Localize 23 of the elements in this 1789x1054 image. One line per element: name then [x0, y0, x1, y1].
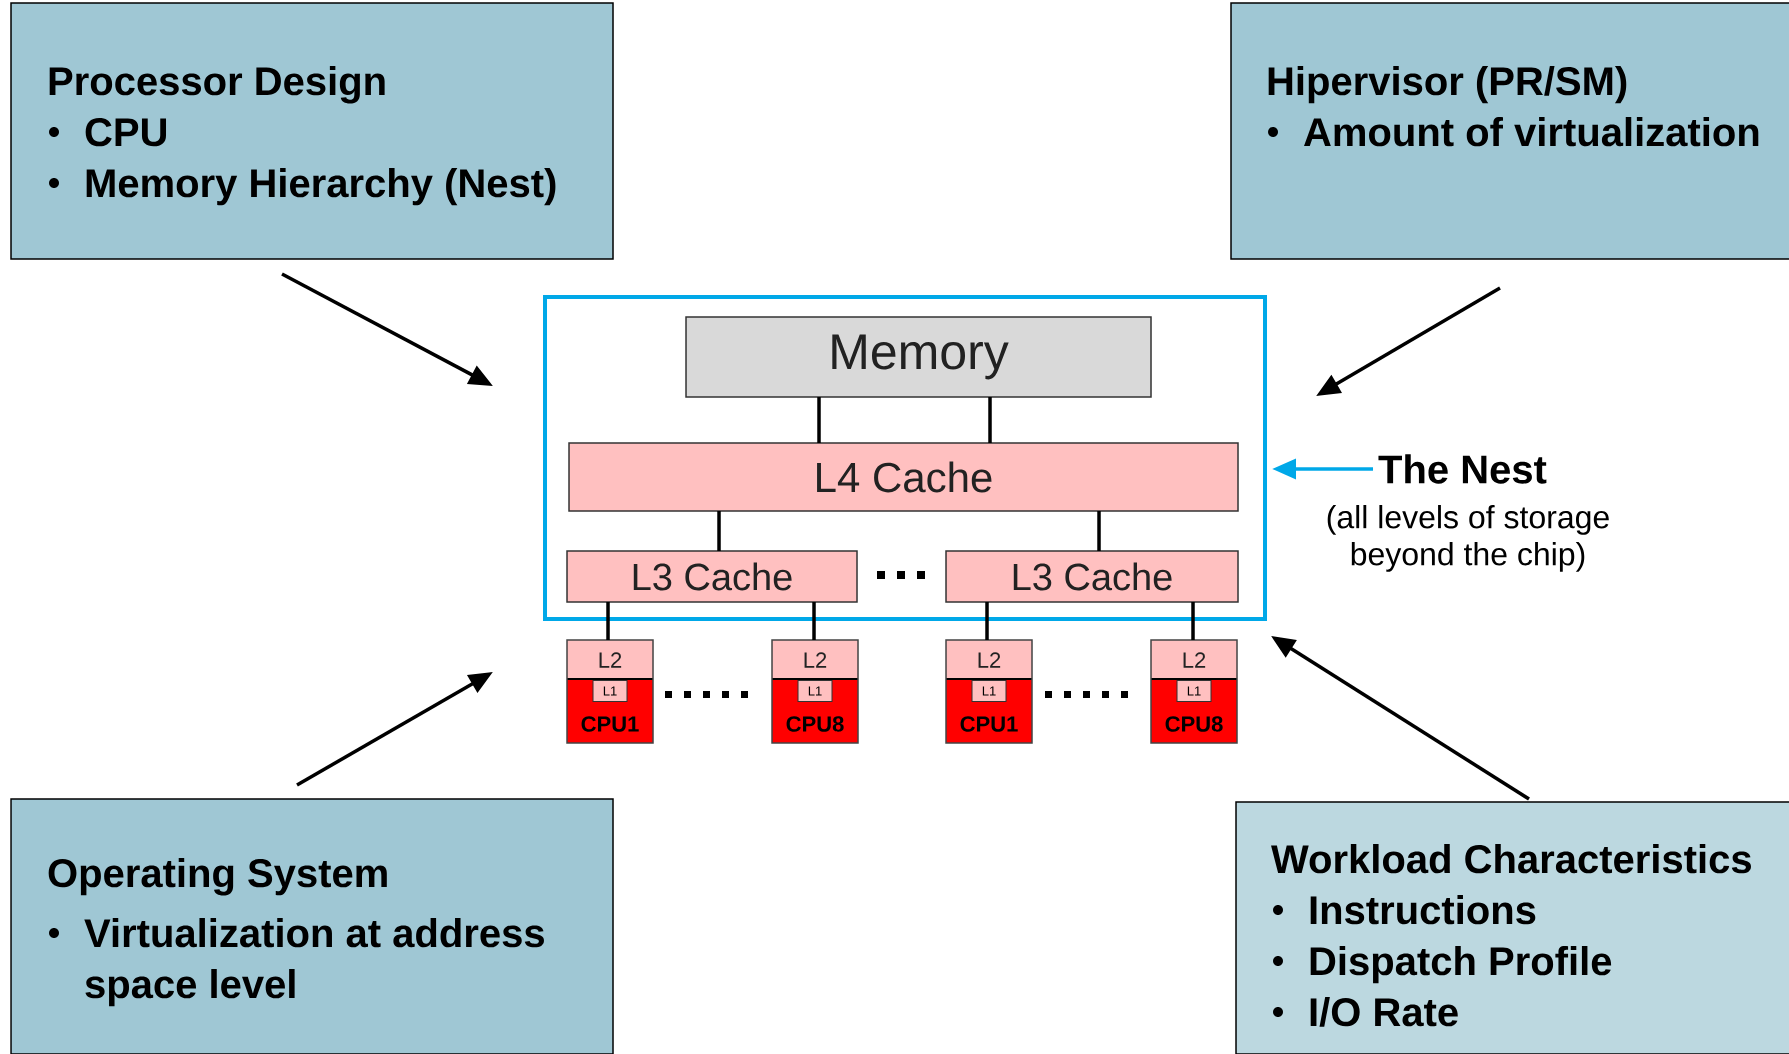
cache-box: L3 Cache: [945, 550, 1239, 603]
cpu-core: L2 L1 CPU1: [945, 639, 1033, 744]
connector-line: [817, 397, 821, 443]
connector-line: [985, 602, 989, 640]
nest-frame: [543, 295, 1267, 621]
cpu-core: L2 L1 CPU1: [566, 639, 654, 744]
callout-label: The Nest: [1378, 454, 1547, 484]
cache-box: Memory: [685, 316, 1152, 398]
connector-line: [988, 397, 992, 443]
info-box: Processor Design CPU Memory Hierarchy (Nest): [10, 2, 614, 260]
connector-line: [812, 602, 816, 640]
cache-box: L3 Cache: [566, 550, 858, 603]
info-box: Operating System Virtualization at address space level: [10, 798, 614, 1054]
connector-line: [1191, 602, 1195, 640]
info-box: Workload Characteristics Instructions Dispatch Profile I/O Rate: [1235, 801, 1789, 1054]
connector-line: [1097, 511, 1101, 551]
connector-line: [717, 511, 721, 551]
note-text: (all levels of storage beyond the chip): [1327, 505, 1609, 572]
cpu-core: L2 L1 CPU8: [1150, 639, 1238, 744]
info-box: Hipervisor (PR/SM) Amount of virtualization: [1230, 2, 1789, 260]
connector-line: [606, 602, 610, 640]
cache-box: L4 Cache: [568, 442, 1239, 512]
cpu-core: L2 L1 CPU8: [771, 639, 859, 744]
